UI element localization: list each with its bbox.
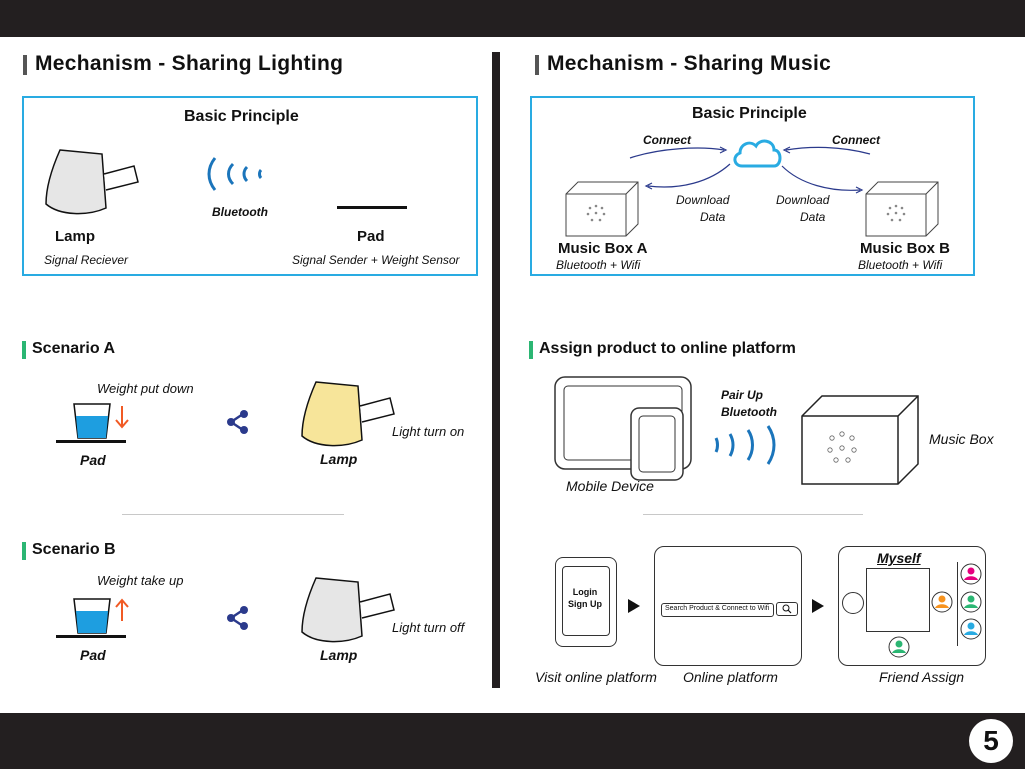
user-icon[interactable]	[888, 636, 910, 658]
heading-marker	[22, 542, 26, 560]
lamp-label: Lamp	[55, 228, 96, 245]
music-box-label: Music Box	[929, 431, 994, 447]
mobile-device-label: Mobile Device	[566, 478, 654, 494]
pad-label: Pad	[357, 228, 385, 245]
search-placeholder: Search Product & Connect to Wifi	[665, 605, 770, 612]
music-principle-heading: Basic Principle	[692, 105, 807, 122]
signup-link[interactable]: Sign Up	[568, 599, 602, 609]
friend-list-divider	[957, 562, 958, 646]
myself-label: Myself	[877, 550, 921, 566]
page-number: 5	[969, 719, 1013, 763]
heading-marker	[529, 341, 533, 359]
scenario-a-result: Light turn on	[392, 424, 465, 439]
online-platform-frame	[654, 546, 802, 666]
assign-separator	[643, 514, 863, 515]
cloud-icon	[733, 139, 782, 168]
search-icon	[782, 604, 792, 614]
music-box-b-label: Music Box B	[860, 240, 951, 257]
bluetooth-waves-icon	[207, 157, 263, 191]
play-arrow-icon	[812, 599, 824, 613]
bluetooth-label: Bluetooth	[212, 205, 268, 219]
speaker-box-icon	[801, 395, 919, 485]
visit-platform-label: Visit online platform	[535, 669, 657, 685]
music-box-b-sub: Bluetooth + Wifi	[858, 258, 943, 272]
search-button[interactable]	[776, 602, 798, 616]
friend-assign-label: Friend Assign	[879, 669, 965, 685]
lighting-principle-heading: Basic Principle	[184, 108, 299, 125]
cup-icon	[56, 403, 129, 443]
music-box-a-sub: Bluetooth + Wifi	[556, 258, 641, 272]
scenario-a-lamp-label: Lamp	[320, 451, 358, 467]
title-marker	[23, 55, 27, 75]
top-bar	[0, 0, 1025, 37]
scenario-b-lamp-label: Lamp	[320, 647, 358, 663]
bottom-bar	[0, 713, 1025, 769]
scenario-a-heading: Scenario A	[22, 340, 115, 359]
lamp-off-icon	[301, 577, 395, 643]
scenario-separator	[122, 514, 344, 515]
login-link[interactable]: Login	[572, 587, 598, 597]
lamp-sub-label: Signal Reciever	[44, 253, 129, 267]
bluetooth-waves-icon	[714, 425, 776, 465]
connect-right-label: Connect	[832, 133, 880, 147]
pair-up-line2: Bluetooth	[721, 405, 777, 419]
connect-left-label: Connect	[643, 133, 691, 147]
user-icon[interactable]	[960, 591, 982, 613]
title-marker	[535, 55, 539, 75]
phone-icon	[630, 407, 684, 481]
online-platform-label: Online platform	[683, 669, 778, 685]
pad-line	[337, 206, 407, 209]
left-section-title: Mechanism - Sharing Lighting	[23, 52, 343, 76]
user-icon[interactable]	[931, 591, 953, 613]
scenario-b-heading: Scenario B	[22, 541, 116, 560]
right-section-title: Mechanism - Sharing Music	[535, 52, 831, 76]
login-phone-frame	[555, 557, 617, 647]
pair-up-line1: Pair Up	[721, 388, 764, 402]
speaker-box-icon	[565, 181, 639, 237]
sync-arrows	[629, 146, 871, 194]
myself-slot	[866, 568, 930, 632]
pad-sub-label: Signal Sender + Weight Sensor	[292, 253, 460, 267]
speaker-box-icon	[865, 181, 939, 237]
user-icon[interactable]	[960, 563, 982, 585]
music-box-a-label: Music Box A	[558, 240, 648, 257]
download-right-line2: Data	[800, 210, 826, 224]
home-button[interactable]	[842, 592, 864, 614]
scenario-b-pad-label: Pad	[80, 647, 106, 663]
download-left-line2: Data	[700, 210, 726, 224]
column-divider	[492, 52, 500, 688]
assign-heading: Assign product to online platform	[529, 340, 796, 359]
scenario-a-action: Weight put down	[97, 381, 194, 396]
lamp-on-icon	[301, 381, 395, 447]
play-arrow-icon	[628, 599, 640, 613]
cup-icon	[56, 598, 129, 638]
scenario-b-action: Weight take up	[97, 573, 184, 588]
scenario-b-result: Light turn off	[392, 620, 465, 635]
share-icon	[227, 410, 248, 434]
download-right-line1: Download	[776, 193, 830, 207]
scenario-a-pad-label: Pad	[80, 452, 106, 468]
download-left-line1: Download	[676, 193, 730, 207]
login-phone-screen	[562, 566, 610, 636]
search-input[interactable]: Search Product & Connect to Wifi	[661, 603, 774, 617]
user-icon[interactable]	[960, 618, 982, 640]
heading-marker	[22, 341, 26, 359]
share-icon	[227, 606, 248, 630]
lamp-icon	[45, 149, 139, 215]
